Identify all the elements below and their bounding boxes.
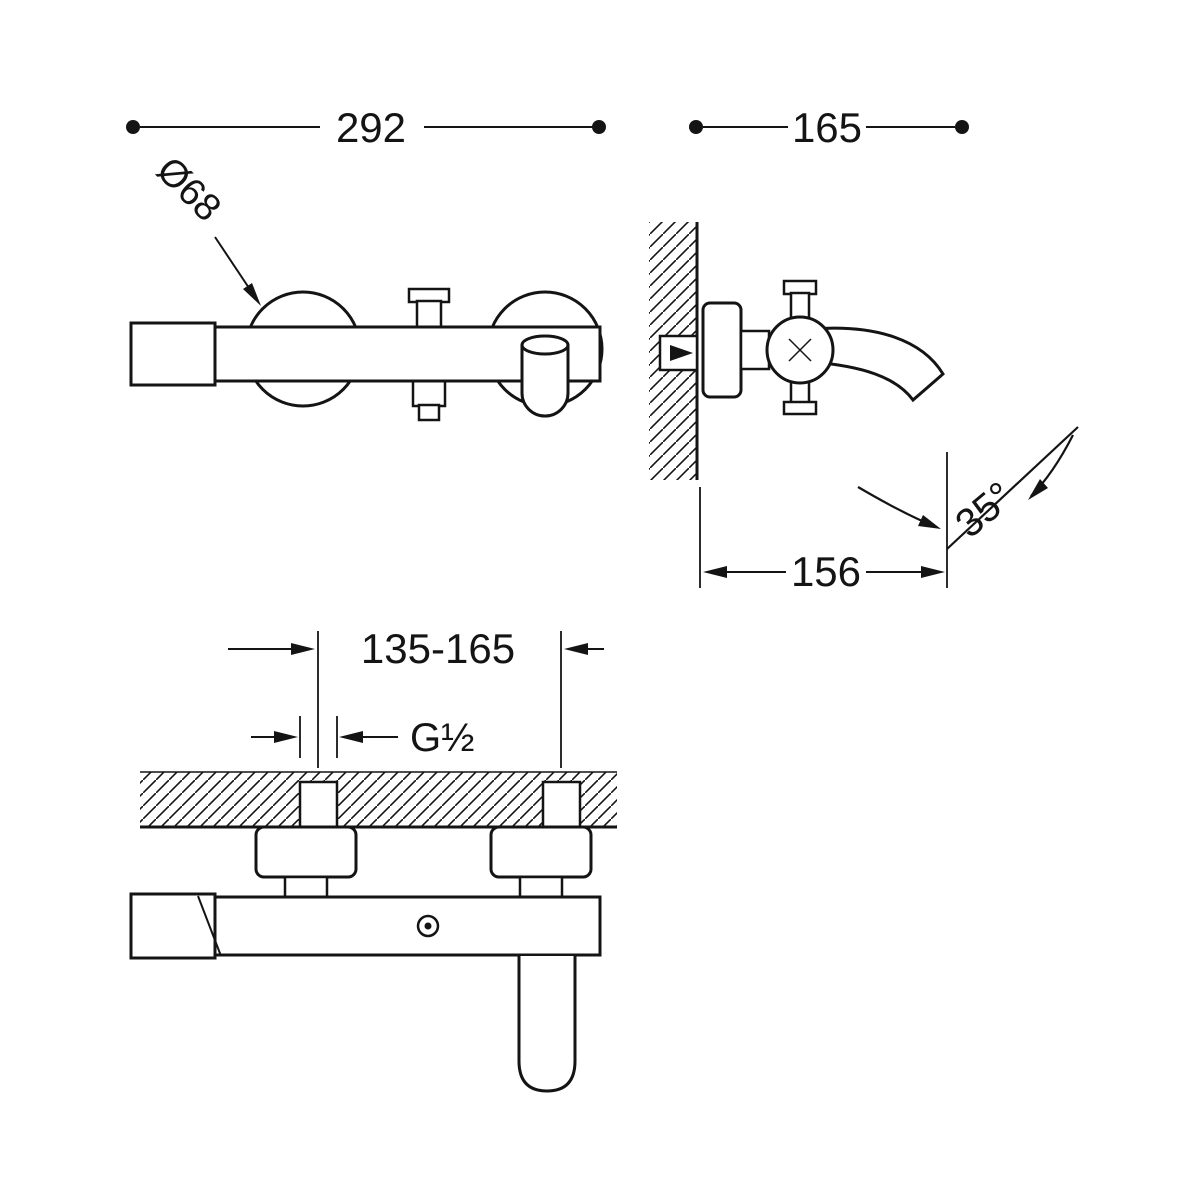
top-diverter-stem: [415, 299, 443, 331]
body-connector: [739, 329, 771, 371]
angle-reference-line: [946, 426, 1079, 550]
dimension-inlet-spacing: 135-165: [228, 625, 604, 768]
dim-endpoint-dot: [592, 120, 606, 134]
wall-section-plan: [140, 771, 617, 829]
dimension-escutcheon-diameter: Ø68: [148, 149, 261, 306]
wall-flange-right: [489, 825, 593, 879]
thread-label: G½: [410, 716, 474, 760]
bottom-diverter-cap-side: [782, 400, 818, 416]
angle-annotation: 35°: [857, 426, 1079, 550]
spout-reach-label: 156: [791, 548, 861, 595]
spout-opening: [520, 334, 570, 356]
handle-lever-plan: [129, 892, 217, 960]
arrowhead-left: [291, 643, 315, 655]
dimension-thread: G½: [251, 716, 474, 760]
arrowhead-left: [703, 566, 727, 578]
bottom-diverter-tip: [417, 403, 441, 422]
arrowhead-right: [921, 566, 945, 578]
wall-section-side: [649, 222, 699, 480]
flow-arrow: [670, 345, 693, 361]
escutcheon-side: [701, 301, 743, 399]
handle-edge-line: [197, 895, 222, 957]
handle-lever: [129, 321, 217, 387]
dimension-depth: 165: [689, 104, 969, 151]
dimension-overall-width: 292: [126, 104, 606, 151]
inlet-stub-right: [541, 780, 582, 829]
overall-width-label: 292: [336, 104, 406, 151]
dimension-spout-reach: 156: [699, 452, 948, 595]
dim-endpoint-dot: [126, 120, 140, 134]
leader-arrowhead: [243, 283, 261, 306]
arc-arrowhead-left: [918, 515, 941, 529]
mixer-body-plan: [211, 895, 602, 957]
arrowhead-left: [274, 731, 298, 743]
arc-arrowhead-right: [1028, 479, 1048, 500]
center-mark: [788, 338, 812, 362]
spout-plan: [517, 956, 577, 1093]
front-view: 292 Ø68: [126, 104, 606, 422]
faucet-plan: [129, 825, 602, 1093]
inlet-stub-left: [298, 780, 339, 829]
side-view: 165 15: [649, 104, 1079, 595]
inlet-spacing-label: 135-165: [361, 625, 515, 672]
depth-label: 165: [792, 104, 862, 151]
arrowhead-right: [564, 643, 588, 655]
angle-label: 35°: [947, 474, 1022, 547]
wall-hatch: [140, 772, 617, 827]
plan-view: 135-165 G½: [129, 625, 617, 1093]
wall-flange-left: [254, 825, 358, 879]
arrowhead-right: [339, 731, 363, 743]
faucet-front: [129, 287, 604, 422]
diameter-label: Ø68: [148, 149, 228, 229]
spout-side: [810, 326, 945, 403]
dim-endpoint-dot: [689, 120, 703, 134]
indicator-dot: [424, 922, 432, 930]
faucet-side: [701, 279, 945, 416]
spout-front: [520, 345, 570, 418]
bottom-diverter: [411, 379, 447, 408]
dim-endpoint-dot: [955, 120, 969, 134]
